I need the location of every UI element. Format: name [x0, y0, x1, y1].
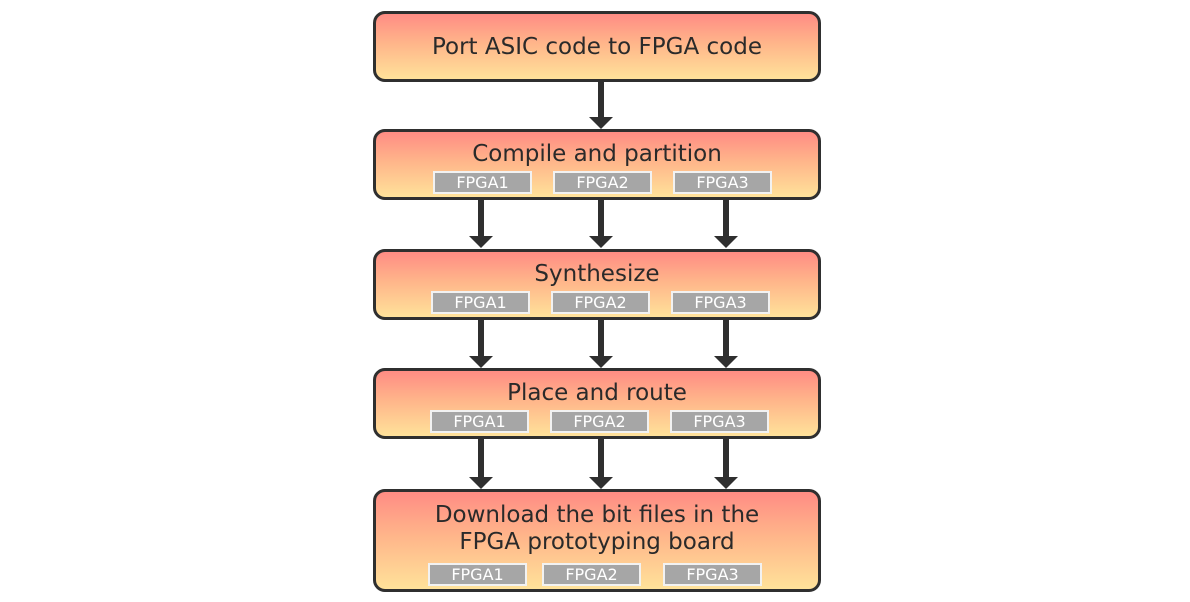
step-compile-partition: Compile and partition FPGA1 FPGA2 FPGA3	[373, 129, 821, 200]
step-download-bit-files: Download the bit files in the FPGA proto…	[373, 489, 821, 592]
step-title: Place and route	[507, 380, 687, 406]
fpga-tag: FPGA1	[430, 410, 529, 433]
arrow-down	[589, 439, 613, 489]
fpga-tag: FPGA3	[673, 171, 772, 194]
fpga-tag: FPGA3	[670, 410, 769, 433]
step-synthesize: Synthesize FPGA1 FPGA2 FPGA3	[373, 249, 821, 320]
arrow-down	[589, 82, 613, 129]
fpga-tag: FPGA2	[542, 563, 641, 586]
step-title: Compile and partition	[472, 141, 722, 167]
fpga-tag: FPGA3	[663, 563, 762, 586]
fpga-tag: FPGA1	[428, 563, 527, 586]
arrow-down	[714, 439, 738, 489]
fpga-tag: FPGA2	[553, 171, 652, 194]
fpga-tag: FPGA3	[671, 291, 770, 314]
step-port-asic: Port ASIC code to FPGA code	[373, 11, 821, 82]
arrow-down	[589, 200, 613, 248]
step-title: Download the bit files in the FPGA proto…	[434, 502, 760, 555]
arrow-down	[714, 320, 738, 368]
fpga-tag: FPGA1	[433, 171, 532, 194]
arrow-down	[469, 200, 493, 248]
arrow-down	[714, 200, 738, 248]
arrow-down	[589, 320, 613, 368]
step-place-route: Place and route FPGA1 FPGA2 FPGA3	[373, 368, 821, 439]
step-title: Port ASIC code to FPGA code	[431, 34, 762, 60]
arrow-down	[469, 439, 493, 489]
step-title: Synthesize	[534, 261, 660, 287]
fpga-tag: FPGA2	[550, 410, 649, 433]
fpga-tag: FPGA2	[551, 291, 650, 314]
arrow-down	[469, 320, 493, 368]
fpga-tag: FPGA1	[431, 291, 530, 314]
